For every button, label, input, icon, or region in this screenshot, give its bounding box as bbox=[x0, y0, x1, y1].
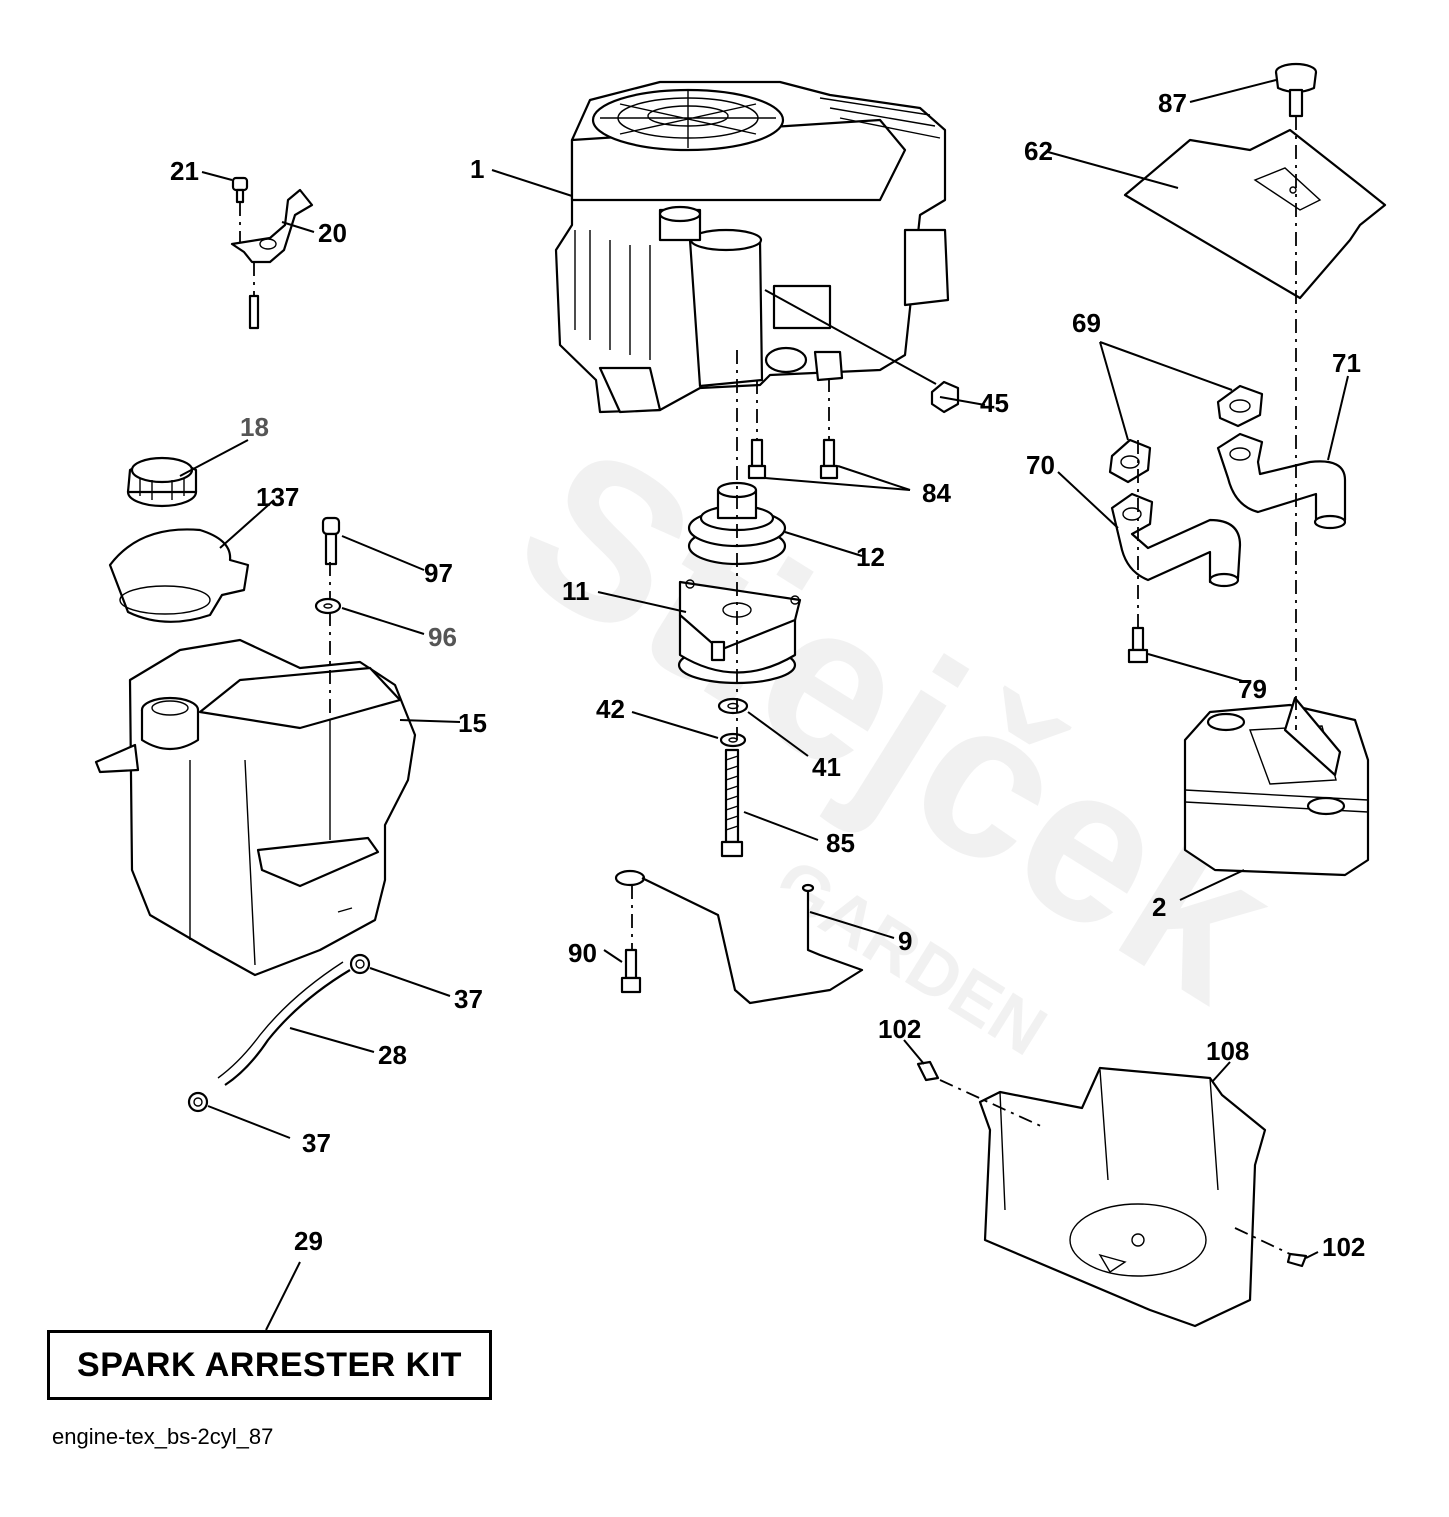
callout-87: 87 bbox=[1158, 88, 1187, 118]
screw-part-102b bbox=[1286, 1252, 1308, 1268]
washer-part-42 bbox=[719, 732, 747, 748]
fuel-tank-part-15 bbox=[94, 638, 417, 977]
hose-part-28 bbox=[217, 961, 351, 1086]
callout-28: 28 bbox=[378, 1040, 407, 1070]
spark-arrester-kit-box: SPARK ARRESTER KIT bbox=[47, 1330, 492, 1400]
callout-137: 137 bbox=[256, 482, 299, 512]
callout-102-top: 102 bbox=[878, 1014, 921, 1044]
spark-arrester-kit-label: SPARK ARRESTER KIT bbox=[77, 1345, 462, 1384]
clamp-part-37b bbox=[187, 1091, 209, 1113]
bolt-part-84 bbox=[747, 438, 839, 480]
callout-9: 9 bbox=[898, 926, 912, 956]
callout-70: 70 bbox=[1026, 450, 1055, 480]
callout-18: 18 bbox=[240, 412, 269, 442]
bolt-part-21 bbox=[231, 176, 249, 204]
exhaust-pipe-part-70 bbox=[1110, 492, 1242, 588]
knob-part-87 bbox=[1274, 62, 1318, 118]
diagram-file-caption: engine-tex_bs-2cyl_87 bbox=[52, 1424, 274, 1449]
assembly-lines bbox=[239, 116, 1297, 1255]
callout-42: 42 bbox=[596, 694, 625, 724]
gasket-part-69a bbox=[1108, 438, 1152, 484]
washer-part-96 bbox=[314, 597, 342, 615]
callout-41: 41 bbox=[812, 752, 841, 782]
callout-37-top: 37 bbox=[454, 984, 483, 1014]
gasket-part-69b bbox=[1216, 384, 1264, 428]
bolt-part-85 bbox=[720, 748, 744, 858]
callout-11: 11 bbox=[562, 576, 590, 606]
exhaust-pipe-part-71 bbox=[1216, 432, 1347, 530]
callout-2: 2 bbox=[1152, 892, 1166, 922]
screw-part-102a bbox=[916, 1060, 940, 1082]
leader-lines bbox=[179, 79, 1349, 1331]
funnel-part-137 bbox=[108, 528, 250, 623]
callout-102-bottom: 102 bbox=[1322, 1232, 1365, 1262]
callout-21: 21 bbox=[170, 156, 199, 186]
bolt-part-90 bbox=[620, 948, 642, 994]
callout-85: 85 bbox=[826, 828, 855, 858]
watermark: Stiejček GARDEN bbox=[479, 397, 1315, 1070]
callout-108: 108 bbox=[1206, 1036, 1249, 1066]
engine-part bbox=[554, 80, 950, 414]
callout-12: 12 bbox=[856, 542, 885, 572]
shield-plate-part-62 bbox=[1123, 128, 1387, 300]
callout-1: 1 bbox=[470, 154, 484, 184]
muffler-part-2 bbox=[1183, 696, 1370, 877]
callout-62: 62 bbox=[1024, 136, 1053, 166]
callout-71: 71 bbox=[1332, 348, 1361, 378]
rod-part-9 bbox=[614, 869, 864, 1005]
cap-part-18 bbox=[126, 456, 198, 508]
callout-96: 96 bbox=[428, 622, 457, 652]
bolt-part-97 bbox=[321, 516, 341, 566]
callout-labels: 1 62 87 21 20 45 84 12 11 42 41 85 9 90 … bbox=[170, 88, 1365, 1262]
callout-97: 97 bbox=[424, 558, 453, 588]
callout-84: 84 bbox=[922, 478, 951, 508]
bracket-part-20 bbox=[230, 188, 314, 330]
callout-45: 45 bbox=[980, 388, 1009, 418]
bolt-part-79 bbox=[1127, 626, 1149, 664]
callout-20: 20 bbox=[318, 218, 347, 248]
callout-90: 90 bbox=[568, 938, 597, 968]
guard-part-108 bbox=[978, 1066, 1267, 1328]
callout-29: 29 bbox=[294, 1226, 323, 1256]
clamp-part-37a bbox=[349, 953, 371, 975]
callout-15: 15 bbox=[458, 708, 487, 738]
washer-part-41 bbox=[717, 697, 749, 715]
callout-37-bottom: 37 bbox=[302, 1128, 331, 1158]
callout-79: 79 bbox=[1238, 674, 1267, 704]
callout-69: 69 bbox=[1072, 308, 1101, 338]
